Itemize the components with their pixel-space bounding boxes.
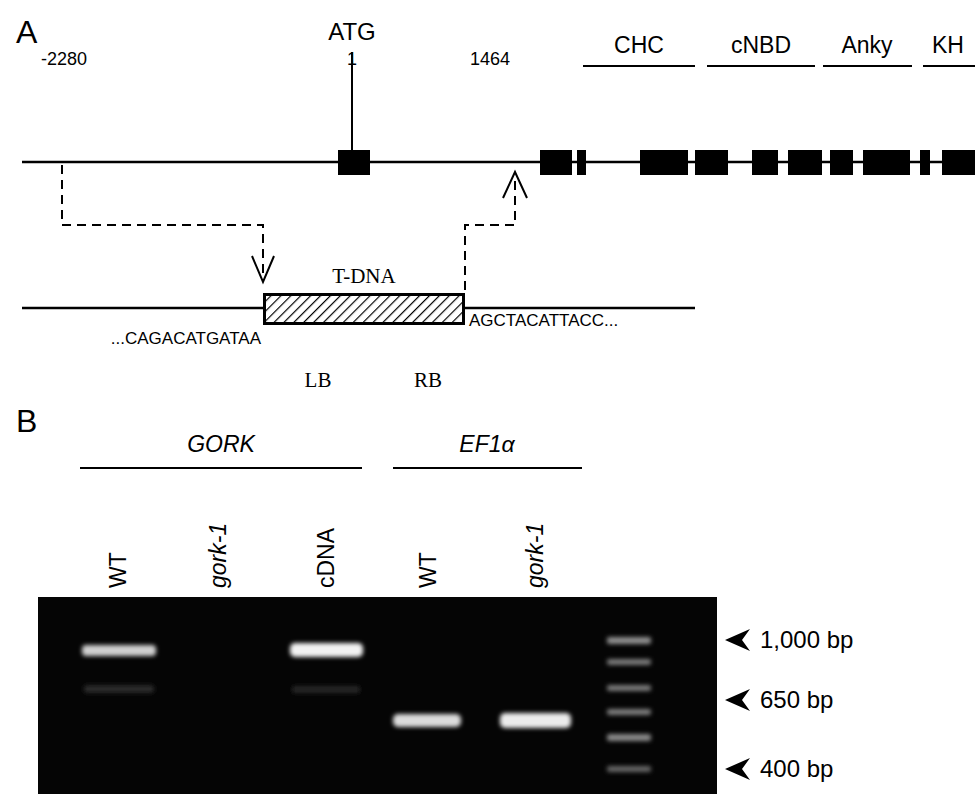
exon [863, 150, 910, 175]
domain-name: KH [932, 34, 964, 57]
size-arrowhead [725, 689, 750, 711]
position-label: 1 [347, 50, 357, 68]
position-label: ATG [328, 20, 376, 44]
size-markers [725, 629, 750, 780]
border-label: LB [305, 370, 332, 391]
size-arrowhead [725, 629, 750, 651]
gene-name: EF1α [459, 433, 514, 456]
domain-bar [583, 65, 695, 67]
gel-image [38, 597, 717, 794]
position-label: -2280 [41, 50, 87, 68]
size-marker: 1,000 bp [760, 628, 853, 652]
insertion-leader [62, 165, 263, 280]
exon [942, 150, 975, 175]
domain-name: Anky [841, 34, 892, 57]
hatched-box [263, 293, 465, 325]
size-marker: 400 bp [760, 757, 833, 781]
gel-smear [292, 686, 360, 693]
domain-name: cNBD [731, 34, 791, 57]
gel-band [393, 714, 461, 727]
node-heading: T-DNA [332, 266, 395, 287]
ladder-band [607, 766, 651, 772]
gel-band [82, 645, 156, 656]
flank-sequence: AGCTACATTACC... [469, 312, 618, 329]
exon [640, 150, 688, 175]
exon [752, 150, 778, 175]
ladder-band [607, 709, 651, 715]
gene-name: GORK [187, 433, 255, 456]
lane-label: gork-1 [524, 523, 547, 588]
border-label: RB [414, 370, 442, 391]
domain-bar [707, 65, 815, 67]
exon [830, 150, 853, 175]
lane-brackets [80, 467, 582, 469]
panel-letter: A [16, 16, 37, 48]
gel-smear [84, 685, 154, 693]
gene-structure [22, 52, 975, 308]
lane-label: WT [107, 552, 130, 588]
ladder-band [607, 734, 651, 741]
box-ground [265, 295, 464, 324]
insertion-leader [465, 175, 515, 290]
position-label: 1464 [470, 50, 510, 68]
ladder-band [607, 637, 651, 644]
tdna-box: T-DNA [263, 293, 465, 325]
group-bar [80, 467, 362, 469]
exon [695, 150, 728, 175]
size-marker: 650 bp [760, 688, 833, 712]
size-arrowhead [725, 758, 750, 780]
lane-label: gork-1 [207, 523, 230, 588]
lane-label: WT [417, 552, 440, 588]
domain-name: CHC [614, 34, 664, 57]
insertion-arrowhead [252, 256, 274, 282]
box-outline [265, 295, 464, 324]
exon [920, 150, 930, 175]
exon [577, 150, 586, 175]
gel-background [38, 597, 717, 794]
panel-letter: B [16, 405, 37, 437]
group-bar [393, 467, 582, 469]
exon [338, 150, 370, 175]
ladder-band [607, 659, 651, 665]
insertion-arrowhead [503, 172, 527, 198]
lane-label: cDNA [315, 528, 338, 588]
gel-band [290, 643, 363, 657]
gel-band [500, 713, 571, 728]
flank-sequence: ...CAGACATGATAA [111, 330, 261, 347]
ladder-band [607, 685, 651, 691]
exon [788, 150, 822, 175]
domain-bar [823, 65, 912, 67]
domain-bar [923, 65, 975, 67]
exon [540, 150, 572, 175]
